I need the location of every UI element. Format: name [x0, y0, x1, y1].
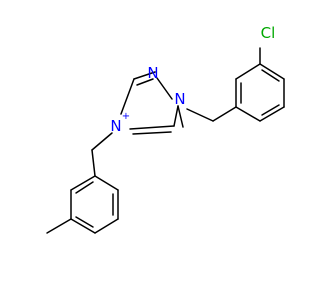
bond-ch2-n1: [186, 108, 214, 122]
ring2-double-bond: [75, 216, 94, 228]
ring1-bond: [259, 106, 285, 122]
bond-ch2-ring2: [91, 149, 96, 177]
atom-n1: N: [174, 90, 185, 108]
ring2-double-bond: [75, 181, 94, 194]
bond-n4-ch2: [91, 132, 113, 151]
structure-canvas: Cl N N N +: [46, 24, 285, 234]
ring1-bond: [235, 106, 261, 122]
methylphenyl-ring: [70, 175, 119, 234]
bond-n4-c3: [120, 78, 135, 115]
ring1-double-bond: [261, 69, 280, 82]
bond-c3-n2: [133, 71, 156, 80]
bond-n1-n2: [156, 77, 173, 100]
bond-c5-n4-double: [132, 131, 172, 135]
bond-c5-n4: [129, 125, 175, 130]
triazolium-ring: [120, 71, 184, 135]
ring1-bond: [235, 63, 261, 80]
atom-cl: Cl: [261, 24, 276, 42]
ring1-bond: [259, 63, 285, 80]
ring2-bond: [94, 175, 119, 191]
ring1-double-bond: [261, 104, 280, 116]
ring2-bond: [70, 175, 96, 191]
bond-c3-n2-double: [136, 78, 154, 86]
ring2-bond: [94, 218, 119, 234]
ring2-bond: [70, 218, 96, 234]
atom-n2: N: [147, 64, 158, 82]
bond-methyl: [46, 218, 72, 234]
bond-n1-c5-part: [177, 105, 184, 128]
molecule-structure: Cl N N N +: [46, 24, 285, 234]
bond-ring1-ch2: [212, 106, 237, 122]
charge-plus: +: [122, 111, 130, 122]
atom-n4: N: [110, 117, 121, 135]
bond-n1-c5: [173, 105, 179, 127]
chlorophenyl-ring: [235, 47, 285, 122]
